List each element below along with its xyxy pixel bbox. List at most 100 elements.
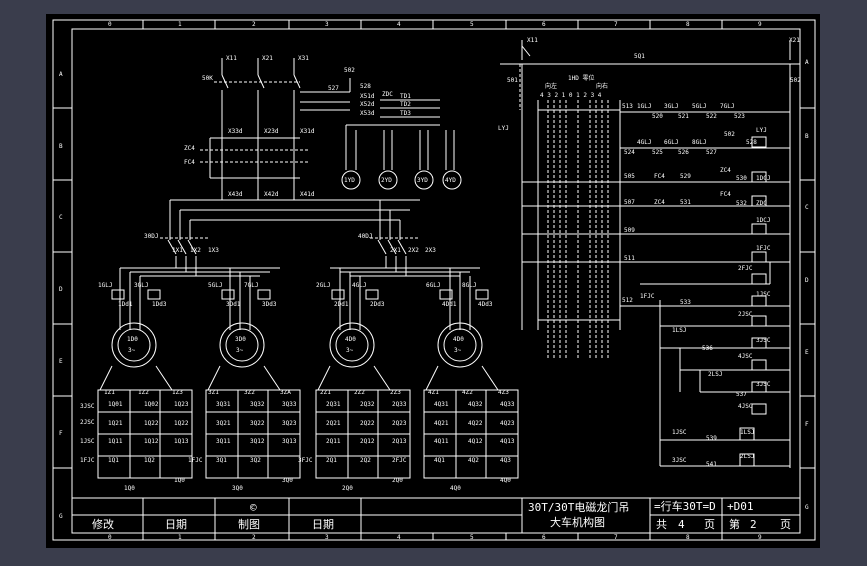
svg-text:502: 502	[724, 131, 735, 138]
svg-text:522: 522	[706, 113, 717, 120]
svg-text:40DJ: 40DJ	[358, 233, 372, 240]
svg-text:4Q12: 4Q12	[468, 438, 483, 445]
row-label: F	[59, 430, 63, 437]
row-label: B	[805, 133, 809, 140]
svg-text:4Q21: 4Q21	[434, 420, 449, 427]
svg-text:8GLJ: 8GLJ	[462, 282, 476, 289]
svg-text:1Q1: 1Q1	[108, 457, 119, 464]
svg-text:3Z1: 3Z1	[208, 389, 219, 396]
svg-text:1FJC: 1FJC	[640, 293, 655, 300]
svg-text:533: 533	[680, 299, 691, 306]
svg-text:539: 539	[706, 435, 717, 442]
svg-text:1Q11: 1Q11	[108, 438, 123, 445]
svg-text:2Q11: 2Q11	[326, 438, 341, 445]
svg-text:X11: X11	[527, 37, 538, 44]
row-label: G	[59, 513, 63, 520]
svg-text:4Z1: 4Z1	[428, 389, 439, 396]
col-label: 6	[542, 21, 546, 28]
row-label: G	[805, 504, 809, 511]
svg-text:2FJC: 2FJC	[392, 457, 407, 464]
svg-text:507: 507	[624, 199, 635, 206]
control-circuit: X11 X21 5Q1 501 502 LYJ 向左 1HD 零位 向右 4 3…	[498, 37, 801, 468]
svg-text:2Q22: 2Q22	[360, 420, 375, 427]
svg-text:502: 502	[790, 77, 801, 84]
copyright-mark: ©	[250, 501, 257, 514]
svg-text:1Q21: 1Q21	[108, 420, 123, 427]
col-label: 2	[252, 534, 256, 541]
col-label: 9	[758, 534, 762, 541]
svg-text:1Dd1: 1Dd1	[118, 301, 133, 308]
svg-text:2Z2: 2Z2	[354, 389, 365, 396]
svg-text:X33d: X33d	[228, 128, 243, 135]
svg-text:4GLJ: 4GLJ	[637, 139, 651, 146]
date-label: 日期	[165, 518, 187, 531]
svg-text:5Q1: 5Q1	[634, 53, 645, 60]
row-label: C	[805, 204, 809, 211]
svg-text:537: 537	[736, 391, 747, 398]
svg-text:2FJC: 2FJC	[738, 265, 753, 272]
svg-text:4GLJ: 4GLJ	[352, 282, 366, 289]
column-labels-bottom: 0 1 2 3 4 5 6 7 8 9	[108, 534, 762, 541]
svg-text:2Q1: 2Q1	[326, 457, 337, 464]
motor-1-label: 1D0	[127, 336, 138, 343]
svg-text:FC4: FC4	[184, 159, 195, 166]
svg-text:30DJ: 30DJ	[144, 233, 158, 240]
svg-text:4JSC: 4JSC	[738, 353, 753, 360]
svg-text:TD2: TD2	[400, 101, 411, 108]
svg-text:1DCJ: 1DCJ	[756, 175, 770, 182]
col-label: 4	[397, 534, 401, 541]
svg-text:2LSJ: 2LSJ	[708, 371, 722, 378]
svg-text:1Q13: 1Q13	[174, 438, 189, 445]
svg-text:5GLJ: 5GLJ	[692, 103, 706, 110]
col-label: 3	[325, 534, 329, 541]
col-label: 2	[252, 21, 256, 28]
svg-text:5GLJ: 5GLJ	[208, 282, 222, 289]
svg-text:1Q2: 1Q2	[144, 457, 155, 464]
svg-text:531: 531	[680, 199, 691, 206]
svg-text:3Q22: 3Q22	[250, 420, 265, 427]
svg-text:X42d: X42d	[264, 191, 279, 198]
svg-text:4Q2: 4Q2	[468, 457, 479, 464]
col-label: 8	[686, 21, 690, 28]
svg-text:3JSC: 3JSC	[756, 381, 771, 388]
col-label: 1	[178, 21, 182, 28]
svg-text:4Q11: 4Q11	[434, 438, 449, 445]
total-prefix: 共	[656, 518, 667, 531]
svg-text:1JSC: 1JSC	[80, 438, 95, 445]
col-label: 5	[470, 534, 474, 541]
col-label: 1	[178, 534, 182, 541]
svg-text:1Dd3: 1Dd3	[152, 301, 167, 308]
svg-text:ZDC: ZDC	[382, 91, 393, 98]
svg-text:1LSJ: 1LSJ	[740, 429, 754, 436]
svg-text:1X3: 1X3	[208, 247, 219, 254]
svg-text:521: 521	[678, 113, 689, 120]
svg-text:2YD: 2YD	[381, 177, 392, 184]
svg-text:1Q02: 1Q02	[144, 401, 159, 408]
svg-text:509: 509	[624, 227, 635, 234]
svg-text:X51d: X51d	[360, 93, 375, 100]
row-label: F	[805, 421, 809, 428]
svg-text:502: 502	[344, 67, 355, 74]
svg-text:524: 524	[624, 149, 635, 156]
svg-text:1DCJ: 1DCJ	[756, 217, 770, 224]
svg-text:3YD: 3YD	[417, 177, 428, 184]
svg-text:2LSJ: 2LSJ	[740, 453, 754, 460]
svg-text:1GLJ: 1GLJ	[637, 103, 651, 110]
svg-text:2Dd3: 2Dd3	[370, 301, 385, 308]
svg-text:530: 530	[736, 175, 747, 182]
svg-text:X23d: X23d	[264, 128, 279, 135]
svg-text:4Q33: 4Q33	[500, 401, 515, 408]
svg-text:532: 532	[736, 200, 747, 207]
svg-text:2Q32: 2Q32	[360, 401, 375, 408]
svg-text:1Q0: 1Q0	[174, 477, 185, 484]
row-label: A	[805, 59, 809, 66]
svg-text:3Q2: 3Q2	[250, 457, 261, 464]
row-labels-right: A B C D E F G	[805, 59, 809, 511]
svg-text:X21: X21	[262, 55, 273, 62]
svg-text:528: 528	[746, 139, 757, 146]
row-label: B	[59, 143, 63, 150]
svg-text:FC4: FC4	[720, 191, 731, 198]
svg-text:3Q11: 3Q11	[216, 438, 231, 445]
svg-text:ZC4: ZC4	[720, 167, 731, 174]
